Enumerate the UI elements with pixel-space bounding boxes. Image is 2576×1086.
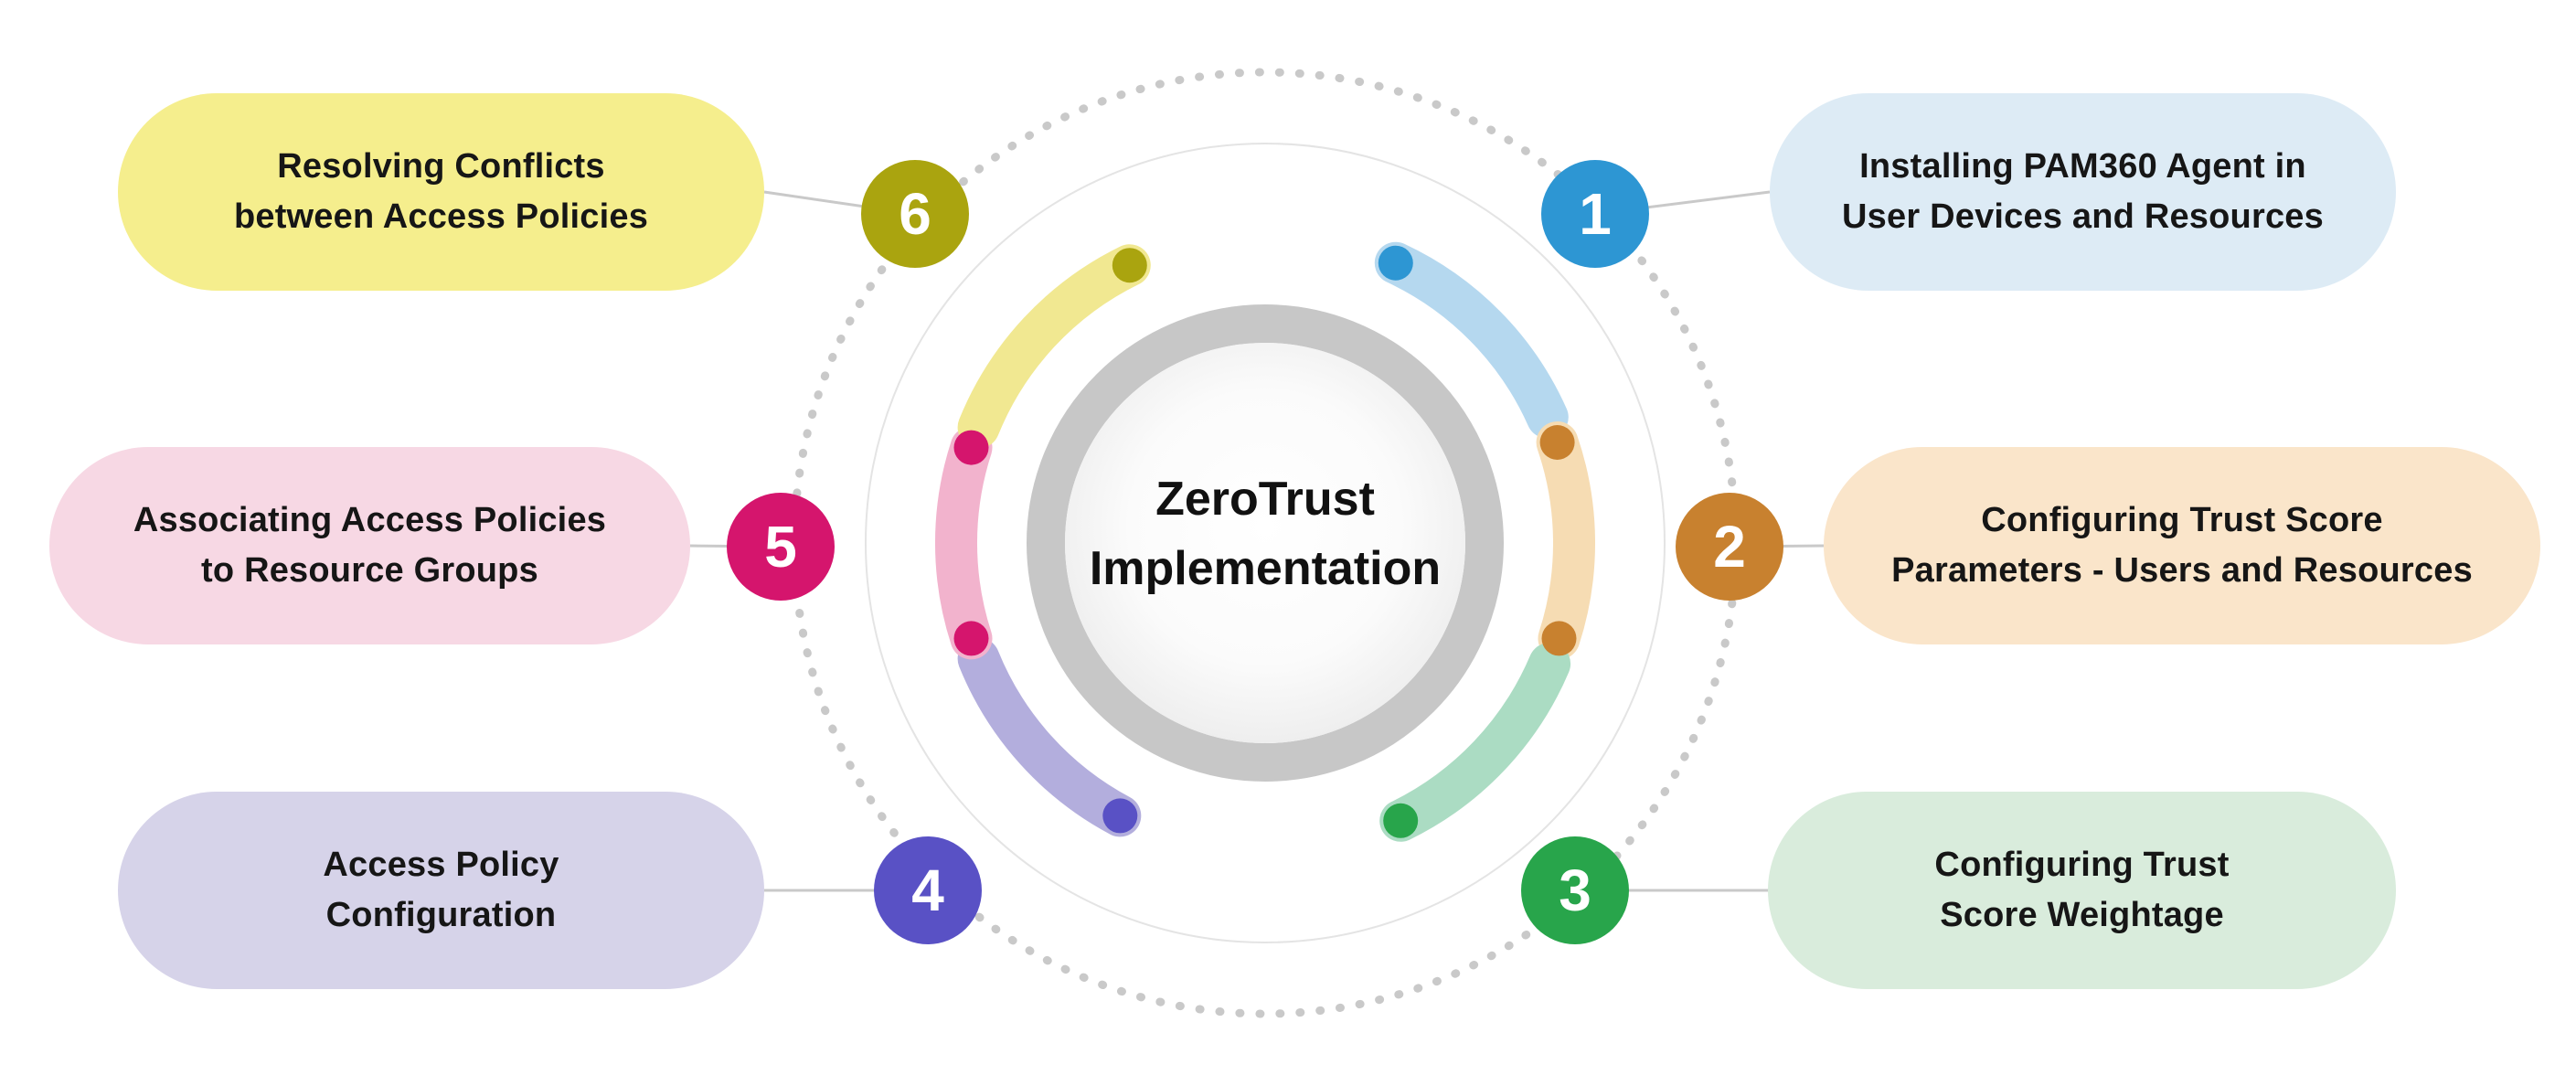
step-2-dot — [1539, 425, 1575, 460]
step-5-label-line2: to Resource Groups — [201, 551, 538, 590]
step-2-label-line2: Parameters - Users and Resources — [1891, 551, 2473, 590]
step-4-number: 4 — [911, 857, 944, 923]
step-arc-layer — [934, 241, 1595, 842]
step-5-label-line1: Associating Access Policies — [133, 500, 607, 539]
step-2-number-badge: 2 — [1676, 493, 1783, 601]
step-1-card: Installing PAM360 Agent in User Devices … — [1770, 93, 2396, 291]
step-1-number-badge: 1 — [1541, 160, 1649, 268]
step-3-number-badge: 3 — [1521, 836, 1629, 944]
step-3-number: 3 — [1559, 857, 1591, 923]
step-2-label-line1: Configuring Trust Score — [1981, 500, 2383, 539]
step-1-arc — [1374, 241, 1569, 439]
step-1-dot — [1378, 245, 1413, 281]
step-2-arc — [1536, 421, 1595, 660]
step-3-label-line2: Score Weightage — [1940, 896, 2224, 934]
step-5-dot — [953, 621, 989, 656]
center-title-line2: Implementation — [1089, 542, 1442, 595]
step-6-label-line2: between Access Policies — [233, 197, 649, 236]
center-title: ZeroTrust Implementation — [1037, 464, 1494, 603]
step-6-number-badge: 6 — [861, 160, 969, 268]
step-1-number: 1 — [1579, 181, 1612, 247]
step-5-arc — [934, 426, 993, 660]
step-3-dot — [1383, 803, 1419, 838]
step-3-card: Configuring Trust Score Weightage — [1768, 792, 2396, 989]
step-3-arc — [1379, 643, 1571, 842]
step-5-card: Associating Access Policies to Resource … — [49, 447, 690, 644]
step-6-label-line1: Resolving Conflicts — [277, 146, 605, 186]
step-3-label-line1: Configuring Trust — [1934, 845, 2230, 884]
step-4-card: Access Policy Configuration — [118, 792, 764, 989]
step-4-number-badge: 4 — [874, 836, 982, 944]
step-4-label-line2: Configuration — [325, 896, 557, 934]
step-1-label-line2: User Devices and Resources — [1842, 197, 2324, 236]
inner-thin-circle — [865, 143, 1666, 943]
step-5-dot — [953, 430, 989, 465]
step-6-arc — [957, 244, 1151, 449]
step-4-label-line1: Access Policy — [323, 845, 559, 884]
step-1-label-line1: Installing PAM360 Agent in — [1859, 146, 2306, 186]
step-6-card: Resolving Conflicts between Access Polic… — [118, 93, 764, 291]
center-disc — [1065, 343, 1465, 743]
step-4-arc — [957, 637, 1142, 837]
step-6-dot — [1112, 248, 1147, 283]
center-gray-ring — [1027, 304, 1504, 782]
center-title-line1: ZeroTrust — [1155, 473, 1375, 526]
step-5-number: 5 — [764, 514, 797, 580]
step-5-number-badge: 5 — [727, 493, 835, 601]
step-2-card: Configuring Trust Score Parameters - Use… — [1824, 447, 2540, 644]
step-4-dot — [1102, 798, 1138, 834]
step-2-dot — [1541, 621, 1577, 656]
step-2-number: 2 — [1713, 514, 1746, 580]
step-6-number: 6 — [899, 181, 931, 247]
